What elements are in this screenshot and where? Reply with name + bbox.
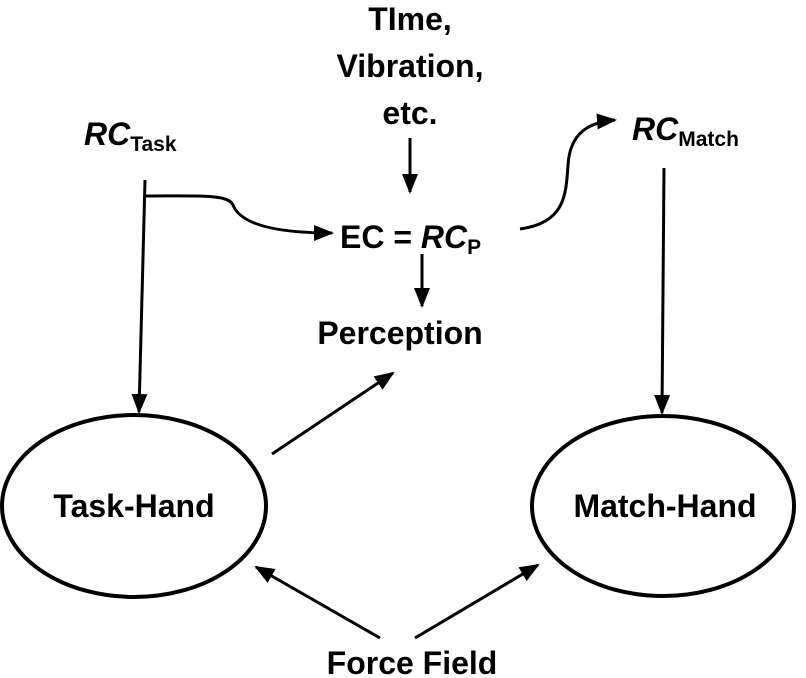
ec-prefix: EC = [340, 219, 421, 255]
match-hand-node [530, 414, 796, 598]
arrow-force-field-to-task-hand [254, 565, 381, 640]
task-hand-node [0, 413, 268, 599]
ec-rc-base: RC [421, 219, 468, 255]
rc-task-subscript: Task [130, 133, 177, 156]
arrow-rc-task-to-task-hand [131, 179, 148, 414]
rc-task-label: RCTask [84, 116, 177, 156]
rc-match-base: RC [632, 111, 679, 147]
arrow-rc-task-to-ec [144, 194, 334, 241]
ec-subscript: P [467, 236, 481, 259]
stimulus-line-2: Vibration, [337, 48, 484, 84]
arrow-task-hand-to-perception [271, 371, 395, 456]
rc-task-base: RC [84, 116, 131, 152]
rc-match-subscript: Match [678, 128, 739, 151]
ec-equation-label: EC = RCP [340, 219, 481, 259]
force-field-label: Force Field [327, 645, 498, 678]
rc-match-label: RCMatch [632, 111, 739, 151]
task-hand-label: Task-Hand [53, 488, 214, 524]
arrow-force-field-to-match-hand [414, 563, 540, 640]
match-hand-label: Match-Hand [573, 488, 756, 524]
arrow-rc-match-to-match-hand [654, 167, 671, 415]
arrow-ec-to-rc-match [519, 113, 617, 231]
stimulus-line-1: TIme, [368, 1, 452, 37]
perception-label: Perception [317, 315, 482, 351]
stimulus-line-3: etc. [382, 95, 437, 131]
